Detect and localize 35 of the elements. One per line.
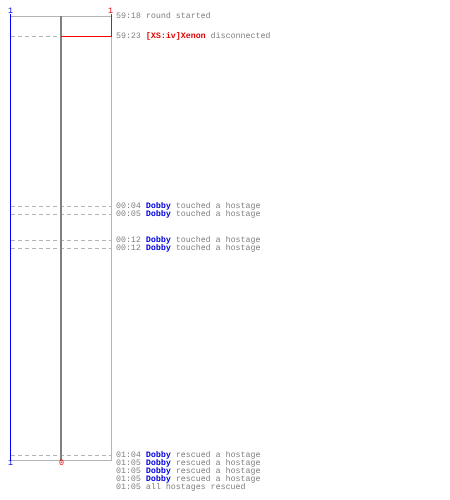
axis-value: 1 xyxy=(8,459,13,468)
event-text: rescued a hostage xyxy=(176,459,260,468)
event-text: all hostages rescued xyxy=(146,483,246,492)
event-time: 01:05 xyxy=(116,459,141,468)
event-time: 01:04 xyxy=(116,451,141,460)
event-time: 00:04 xyxy=(116,202,141,211)
event-time: 01:05 xyxy=(116,475,141,484)
event-text: rescued a hostage xyxy=(176,451,260,460)
event-time: 00:12 xyxy=(116,244,141,253)
event-text: rescued a hostage xyxy=(176,475,260,484)
event-text: touched a hostage xyxy=(176,210,260,219)
axis-value: 1 xyxy=(8,7,13,16)
event-text: touched a hostage xyxy=(176,202,260,211)
event-time: 01:05 xyxy=(116,483,141,492)
event-text: touched a hostage xyxy=(176,236,260,245)
player-name: Dobby xyxy=(146,202,171,211)
event-text: rescued a hostage xyxy=(176,467,260,476)
event-text: touched a hostage xyxy=(176,244,260,253)
player-name: Dobby xyxy=(146,475,171,484)
event-time: 01:05 xyxy=(116,467,141,476)
player-name: Dobby xyxy=(146,451,171,460)
player-name: [XS:iv]Xenon xyxy=(146,32,206,41)
player-name: Dobby xyxy=(146,236,171,245)
axis-value: 0 xyxy=(59,459,64,468)
event-time: 00:12 xyxy=(116,236,141,245)
event-text: round started xyxy=(146,12,211,21)
event-time: 59:18 xyxy=(116,12,141,21)
axis-value: 1 xyxy=(108,7,113,16)
event-time: 59:23 xyxy=(116,32,141,41)
player-name: Dobby xyxy=(146,467,171,476)
event-time: 00:05 xyxy=(116,210,141,219)
event-text: disconnected xyxy=(210,32,270,41)
player-name: Dobby xyxy=(146,210,171,219)
player-name: Dobby xyxy=(146,244,171,253)
player-name: Dobby xyxy=(146,459,171,468)
